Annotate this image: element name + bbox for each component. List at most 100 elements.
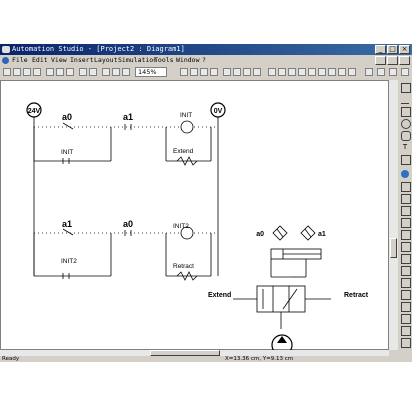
settings-icon[interactable] <box>288 68 296 76</box>
tool-4-icon[interactable] <box>401 218 411 228</box>
tool-9-icon[interactable] <box>401 278 411 288</box>
component-icon[interactable] <box>268 68 276 76</box>
library-icon[interactable] <box>278 68 286 76</box>
zoom-out-icon[interactable] <box>190 68 198 76</box>
tool-12-icon[interactable] <box>401 314 411 324</box>
valve-retract-label: Retract <box>344 292 369 299</box>
tool-1-icon[interactable] <box>401 182 411 192</box>
report-icon[interactable] <box>348 68 356 76</box>
menu-insert[interactable]: Insert <box>70 56 94 64</box>
layer-icon[interactable] <box>318 68 326 76</box>
rung2-contact-a1-label: a1 <box>62 219 72 229</box>
toolbar: 145% <box>0 66 412 79</box>
sensor-a0-label: a0 <box>256 231 264 238</box>
menu-tools[interactable]: Tools <box>154 56 174 64</box>
rectangle-icon[interactable] <box>401 107 411 117</box>
rotate-icon[interactable] <box>243 68 251 76</box>
copy-icon[interactable] <box>56 68 64 76</box>
pan-icon[interactable] <box>253 68 261 76</box>
tool-7-icon[interactable] <box>401 254 411 264</box>
tile-view-icon[interactable] <box>389 68 397 76</box>
cursor-coordinates: X=13.36 cm, Y=9.13 cm <box>225 356 294 362</box>
measure-icon[interactable] <box>328 68 336 76</box>
tool-14-icon[interactable] <box>401 338 411 348</box>
redo-icon[interactable] <box>89 68 97 76</box>
pump-direction-icon <box>277 336 287 343</box>
drawing-palette: T <box>398 80 412 355</box>
stop-icon[interactable] <box>122 68 130 76</box>
document-icon[interactable] <box>2 57 9 64</box>
save-icon[interactable] <box>23 68 31 76</box>
menu-bar: File Edit View Insert Layout Simulation … <box>0 55 412 66</box>
status-text: Ready <box>2 356 20 362</box>
window-title: Automation Studio - [Project2 : Diagram1… <box>12 45 185 53</box>
align-center-icon[interactable] <box>233 68 241 76</box>
print-icon[interactable] <box>33 68 41 76</box>
properties-icon[interactable] <box>338 68 346 76</box>
tool-2-icon[interactable] <box>401 194 411 204</box>
open-icon[interactable] <box>13 68 21 76</box>
status-bar: Ready X=13.36 cm, Y=9.13 cm <box>0 356 412 362</box>
paste-icon[interactable] <box>66 68 74 76</box>
polygon-icon[interactable] <box>401 131 411 141</box>
zoom-in-icon[interactable] <box>180 68 188 76</box>
menu-help[interactable]: ? <box>202 56 206 64</box>
horizontal-scrollbar[interactable] <box>0 350 389 356</box>
rung1-contact-a1-label: a1 <box>123 112 133 122</box>
zoom-fit-icon[interactable] <box>200 68 208 76</box>
list-view-icon[interactable] <box>365 68 373 76</box>
supply-24v-label: 24V <box>28 108 41 115</box>
tool-11-icon[interactable] <box>401 302 411 312</box>
valve-extend-label: Extend <box>208 292 231 299</box>
tool-3-icon[interactable] <box>401 206 411 216</box>
menu-view[interactable]: View <box>51 56 67 64</box>
supply-0v-label: 0V <box>214 108 223 115</box>
run-icon[interactable] <box>102 68 110 76</box>
ladder-and-hydraulic-diagram: 24V 0V a0 a1 INIT Extend INIT a1 a0 INIT… <box>26 102 369 367</box>
tool-8-icon[interactable] <box>401 266 411 276</box>
vertical-scroll-thumb[interactable] <box>390 238 397 258</box>
rung1-branch-label: INIT <box>61 149 73 156</box>
tool-6-icon[interactable] <box>401 242 411 252</box>
menu-layout[interactable]: Layout <box>94 56 118 64</box>
line-icon[interactable] <box>401 95 409 104</box>
vertical-scrollbar[interactable] <box>389 80 398 350</box>
tool-10-icon[interactable] <box>401 290 411 300</box>
sensor-a1-label: a1 <box>318 231 326 238</box>
zoom-select[interactable]: 145% <box>135 67 167 77</box>
rung1-relay-label: INIT <box>180 112 192 119</box>
detail-view-icon[interactable] <box>377 68 385 76</box>
menu-file[interactable]: File <box>12 56 28 64</box>
new-icon[interactable] <box>3 68 11 76</box>
diagram-canvas[interactable]: 24V 0V a0 a1 INIT Extend INIT a1 a0 INIT… <box>0 80 389 367</box>
close-button[interactable]: × <box>399 45 410 54</box>
menu-simulation[interactable]: Simulation <box>118 56 158 64</box>
pause-icon[interactable] <box>112 68 120 76</box>
align-left-icon[interactable] <box>223 68 231 76</box>
image-icon[interactable] <box>401 155 411 165</box>
text-icon[interactable]: T <box>402 143 408 151</box>
cut-icon[interactable] <box>46 68 54 76</box>
ellipse-icon[interactable] <box>401 119 411 129</box>
undo-icon[interactable] <box>79 68 87 76</box>
tool-5-icon[interactable] <box>401 230 411 240</box>
doc-maximize-button[interactable] <box>387 56 398 65</box>
grid-icon[interactable] <box>298 68 306 76</box>
rung2-solenoid-label: Retract <box>173 263 194 270</box>
menu-window[interactable]: Window <box>176 56 200 64</box>
snap-icon[interactable] <box>308 68 316 76</box>
doc-close-button[interactable] <box>399 56 410 65</box>
title-bar[interactable]: Automation Studio - [Project2 : Diagram1… <box>0 44 412 55</box>
horizontal-scroll-thumb[interactable] <box>150 350 220 356</box>
tool-13-icon[interactable] <box>401 326 411 336</box>
maximize-button[interactable]: □ <box>387 45 398 54</box>
select-icon[interactable] <box>401 83 411 93</box>
rung1-solenoid-label: Extend <box>173 148 194 155</box>
rung2-branch-label: INIT2 <box>61 258 77 265</box>
component-library-icon[interactable] <box>401 170 409 178</box>
minimize-button[interactable]: _ <box>375 45 386 54</box>
doc-minimize-button[interactable] <box>375 56 386 65</box>
menu-edit[interactable]: Edit <box>32 56 48 64</box>
help-icon[interactable] <box>401 68 409 76</box>
zoom-window-icon[interactable] <box>210 68 218 76</box>
